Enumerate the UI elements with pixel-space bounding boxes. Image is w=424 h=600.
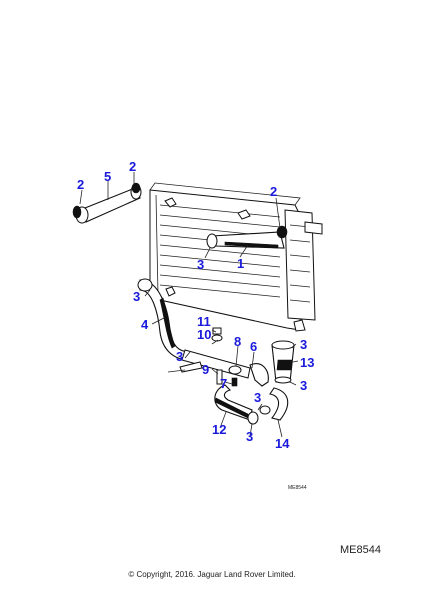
callout-3e: 3	[300, 378, 307, 393]
leader-lines	[79, 172, 299, 438]
callouts: 2 2 2 5 3 1 3 4 11 10 3 8 6 3 13 9 7 3 3…	[77, 159, 314, 451]
callout-4: 4	[141, 317, 149, 332]
callout-11: 11	[197, 314, 211, 329]
callout-3d: 3	[300, 337, 307, 352]
callout-8: 8	[234, 334, 241, 349]
callout-9: 9	[202, 362, 209, 377]
callout-13: 13	[300, 355, 314, 370]
hose-clip	[72, 182, 141, 219]
copyright-notice: © Copyright, 2016. Jaguar Land Rover Lim…	[128, 570, 296, 579]
callout-6: 6	[250, 339, 257, 354]
callout-3g: 3	[246, 429, 253, 444]
hose-13	[271, 340, 295, 384]
reference-code-small: ME8544	[288, 485, 307, 491]
callout-12: 12	[212, 422, 226, 437]
callout-3a: 3	[197, 257, 204, 272]
callout-2c: 2	[270, 184, 277, 199]
callout-3c: 3	[176, 349, 183, 364]
hose-1	[206, 225, 288, 249]
callout-7: 7	[220, 376, 227, 391]
radiator-side-tank	[284, 209, 323, 321]
hose-12	[214, 384, 259, 425]
callout-14: 14	[275, 436, 290, 451]
callout-3f: 3	[254, 390, 261, 405]
hose-5	[75, 184, 142, 224]
callout-5: 5	[104, 169, 111, 184]
callout-1: 1	[237, 256, 244, 271]
hose-14	[259, 387, 289, 421]
callout-10: 10	[197, 327, 211, 342]
callout-3b: 3	[133, 289, 140, 304]
radiator	[149, 182, 323, 332]
bleed-screw	[211, 327, 242, 387]
reference-code: ME8544	[340, 544, 381, 556]
callout-2a: 2	[129, 159, 136, 174]
hose-6	[249, 363, 269, 387]
callout-2b: 2	[77, 177, 84, 192]
radiator-core	[159, 204, 281, 298]
